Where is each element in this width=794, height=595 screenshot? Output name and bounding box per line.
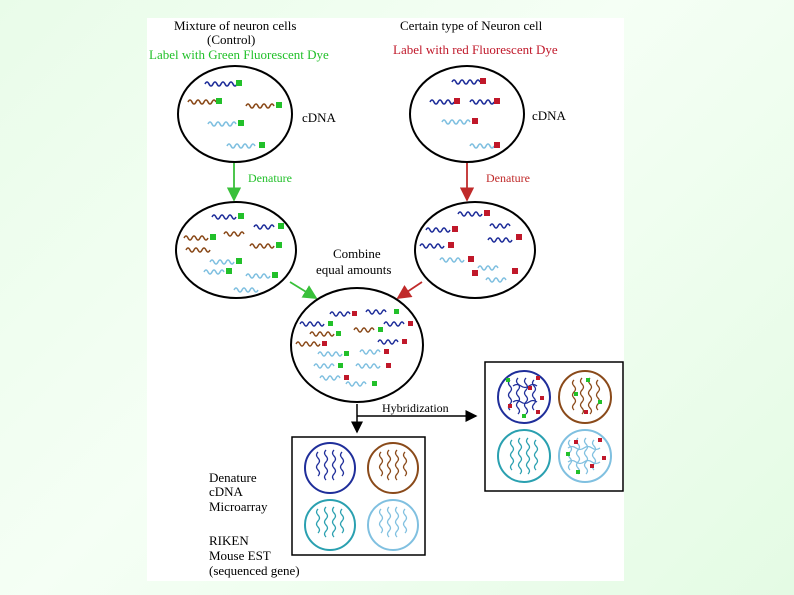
hybridized-dye-marks [506, 376, 606, 474]
microarray-spot-navy [304, 442, 356, 494]
microarray-caption-line6: (sequenced gene) [209, 563, 300, 578]
denatured-control-strands [183, 214, 275, 293]
control-cdna-strands [187, 81, 275, 149]
microarray-caption-line5: Mouse EST [209, 548, 271, 563]
combine-arrow-red [396, 281, 423, 299]
combine-label-line1: Combine [333, 246, 381, 261]
hybridized-spot-brown [558, 370, 612, 424]
control-cdna-ellipse [177, 65, 293, 163]
microarray-caption-line3: Microarray [209, 499, 268, 514]
left-header-line2: (Control) [207, 32, 255, 47]
microarray-spot-lightblue [367, 499, 419, 551]
hybridization-label: Hybridization [382, 401, 449, 415]
hybridized-strands [507, 377, 601, 475]
denatured-neuron-strands [419, 211, 513, 283]
microarray-spot-teal [304, 499, 356, 551]
microarray-caption-line1: Denature [209, 470, 257, 485]
hybridized-spot-teal [497, 429, 551, 483]
combined-dye-marks [322, 309, 413, 386]
combine-arrow-green [289, 281, 318, 299]
denatured-red-dye-marks [448, 210, 522, 276]
cdna-label-right: cDNA [532, 108, 567, 123]
neuron-cdna-strands [429, 79, 495, 149]
combine-label-line2: equal amounts [316, 262, 391, 277]
denature-label-left: Denature [248, 171, 292, 185]
denatured-neuron-ellipse [414, 201, 536, 299]
denatured-green-dye-marks [210, 213, 284, 278]
right-header-line2: Label with red Fluorescent Dye [393, 42, 558, 57]
hybridized-spot-lightblue [558, 429, 612, 483]
microarray-probe-strands [315, 449, 408, 538]
right-header-line1: Certain type of Neuron cell [400, 18, 543, 33]
left-header-line3: Label with Green Fluorescent Dye [149, 47, 329, 62]
combined-cdna-ellipse [290, 287, 424, 403]
microarray-caption-line4: RIKEN [209, 533, 249, 548]
microarray-spot-brown [367, 442, 419, 494]
red-dye-marks [454, 78, 500, 148]
microarray-caption-line2: cDNA [209, 484, 244, 499]
denature-label-right: Denature [486, 171, 530, 185]
left-header-line1: Mixture of neuron cells [174, 18, 296, 33]
green-dye-marks [216, 80, 282, 148]
cdna-label-left: cDNA [302, 110, 337, 125]
neuron-cdna-ellipse [409, 65, 525, 163]
combined-cdna-strands [295, 309, 405, 387]
